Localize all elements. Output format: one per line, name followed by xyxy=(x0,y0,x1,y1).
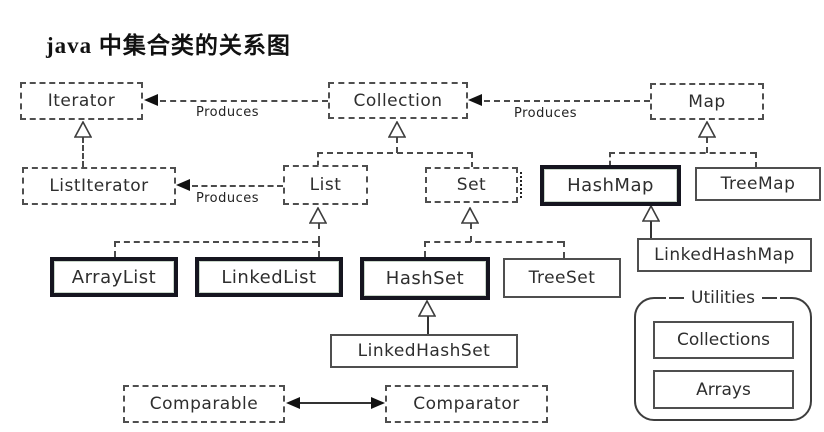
connector-branch-to-treemap xyxy=(755,152,757,168)
edge-map-to-collection xyxy=(484,100,650,102)
generalization-triangle-icon xyxy=(388,121,406,138)
edge-collection-to-iterator xyxy=(160,100,328,102)
generalization-triangle-icon xyxy=(309,207,327,224)
title-dash-left xyxy=(669,297,685,299)
connector-hashset-linkedhashset xyxy=(427,315,429,334)
connector-collection-branch xyxy=(317,152,473,154)
generalization-triangle-icon xyxy=(642,205,660,222)
edge-label-produces-1: Produces xyxy=(196,105,260,120)
arrowhead-left-icon xyxy=(144,94,158,106)
utilities-panel-title: Utilities xyxy=(666,288,780,308)
node-linkedlist: LinkedList xyxy=(195,257,343,297)
node-list: List xyxy=(283,165,368,205)
connector-branch-to-set xyxy=(471,152,473,168)
generalization-triangle-icon xyxy=(698,121,716,138)
node-iterator: Iterator xyxy=(20,82,143,120)
connector-map-branch xyxy=(609,152,756,154)
connector-branch-to-hashmap xyxy=(609,152,611,166)
node-set: Set xyxy=(425,167,518,203)
node-comparable: Comparable xyxy=(123,385,285,423)
connector-branch-to-treeset xyxy=(563,241,565,258)
node-map: Map xyxy=(650,83,764,120)
utilities-title-label: Utilities xyxy=(691,288,755,308)
connector-collection-stem xyxy=(396,137,398,153)
connector-list-branch xyxy=(114,241,318,243)
arrowhead-right-icon xyxy=(371,397,385,409)
edge-list-to-listiterator xyxy=(192,185,283,187)
connector-branch-to-hashset xyxy=(424,241,426,257)
node-comparator: Comparator xyxy=(385,385,548,423)
text-caret-icon xyxy=(520,172,522,198)
connector-set-branch xyxy=(424,241,563,243)
node-treeset: TreeSet xyxy=(503,258,621,298)
node-collections-utility: Collections xyxy=(653,321,794,359)
connector-branch-to-list xyxy=(317,152,319,166)
utilities-panel: Utilities Collections Arrays xyxy=(634,288,812,421)
connector-branch-to-arraylist xyxy=(114,241,116,257)
node-linkedhashset: LinkedHashSet xyxy=(330,334,518,368)
generalization-triangle-icon xyxy=(461,207,479,224)
node-collection: Collection xyxy=(328,82,468,119)
connector-map-stem xyxy=(706,137,708,153)
arrowhead-left-icon xyxy=(468,94,482,106)
connector-list-stem xyxy=(318,223,320,242)
node-hashset: HashSet xyxy=(360,257,490,300)
generalization-triangle-icon xyxy=(418,300,436,317)
node-listiterator: ListIterator xyxy=(22,167,176,205)
node-arraylist: ArrayList xyxy=(50,257,178,297)
node-hashmap: HashMap xyxy=(540,165,681,206)
edge-label-produces-3: Produces xyxy=(196,191,260,206)
edge-comparable-comparator xyxy=(299,402,373,404)
page-title: java 中集合类的关系图 xyxy=(46,33,291,58)
node-treemap: TreeMap xyxy=(695,167,821,201)
node-arrays-utility: Arrays xyxy=(653,370,794,409)
title-dash-right xyxy=(761,297,777,299)
edge-label-produces-2: Produces xyxy=(514,106,578,121)
connector-iterator-listiterator xyxy=(82,137,84,167)
connector-hashmap-linkedhashmap xyxy=(650,220,652,238)
node-linkedhashmap: LinkedHashMap xyxy=(637,238,812,272)
arrowhead-left-icon xyxy=(176,179,190,191)
connector-set-stem xyxy=(470,223,472,242)
connector-branch-to-linkedlist xyxy=(318,241,320,257)
generalization-triangle-icon xyxy=(74,121,92,138)
arrowhead-left-icon xyxy=(286,397,300,409)
